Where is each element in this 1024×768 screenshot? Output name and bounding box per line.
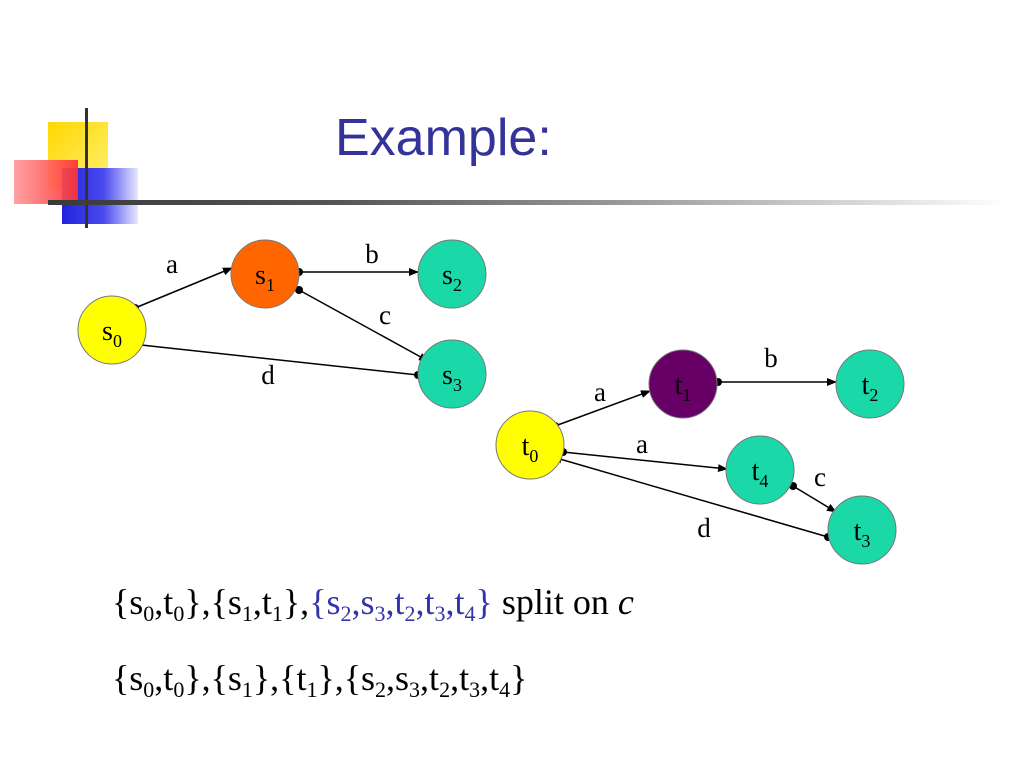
formula-segment: },{s1 xyxy=(184,582,253,626)
edge-s0-s1: a xyxy=(131,249,233,312)
formula-segment: ,t2 xyxy=(385,582,416,626)
edge-tail-dot xyxy=(295,286,303,294)
edge-line xyxy=(298,289,429,362)
node-circle xyxy=(827,495,897,565)
formula-segment: },{t1 xyxy=(252,658,318,702)
formula-suffix: split on xyxy=(492,582,618,622)
formula-segment: ,t2 xyxy=(420,658,451,702)
edge-label: b xyxy=(764,343,778,373)
edge-s1-s3: c xyxy=(295,286,429,362)
node-s3: s3 xyxy=(417,339,487,409)
node-circle xyxy=(417,339,487,409)
edge-label: a xyxy=(594,377,606,407)
edge-s1-s2: b xyxy=(295,239,419,276)
formula-segment: } xyxy=(510,658,528,698)
node-s2: s2 xyxy=(417,239,487,309)
formula-segment: ,t1 xyxy=(252,582,283,626)
formula-segment: ,t0 xyxy=(154,658,185,702)
edge-t0-t4: a xyxy=(559,429,728,473)
edge-line xyxy=(554,390,651,427)
node-s0: s0 xyxy=(77,295,147,365)
edge-line xyxy=(131,340,419,376)
edges-layer: a b c d a b a c d xyxy=(131,239,837,543)
formula-segment: {s0 xyxy=(112,658,155,702)
formula-segment: } xyxy=(475,582,493,622)
formula-segment: ,s3 xyxy=(386,658,421,702)
node-circle xyxy=(77,295,147,365)
node-circle xyxy=(835,349,905,419)
edge-line xyxy=(552,455,829,538)
formula-segment: ,s3 xyxy=(351,582,386,626)
formula-segment: },{s2 xyxy=(317,658,387,702)
edge-line xyxy=(134,267,233,309)
node-circle xyxy=(417,239,487,309)
formula-segment: {s0 xyxy=(112,582,155,626)
formula-segment: ,t3 xyxy=(415,582,446,626)
edge-label: b xyxy=(365,239,379,269)
formula-segment: ,t0 xyxy=(154,582,185,626)
edge-label: d xyxy=(697,513,711,543)
edge-t0-t1: a xyxy=(551,377,651,430)
formula-segment: }, xyxy=(282,582,310,622)
node-circle xyxy=(495,410,565,480)
formula-split-letter: c xyxy=(617,582,634,622)
slide-title: Example: xyxy=(335,109,552,167)
edge-t4-t3: c xyxy=(789,462,837,513)
formula-segment: {s2 xyxy=(309,582,352,626)
formula-segment: ,t4 xyxy=(480,658,511,702)
edge-label: c xyxy=(379,300,391,330)
node-t3: t3 xyxy=(827,495,897,565)
ornament-red-square xyxy=(14,160,78,204)
edge-label: a xyxy=(636,429,648,459)
edge-line xyxy=(562,451,728,473)
edge-label: a xyxy=(166,249,178,279)
node-t2: t2 xyxy=(835,349,905,419)
partition-line-1: {s0,t0},{s1,t1},{s2,s3,t2,t3,t4} split o… xyxy=(112,582,634,626)
node-circle xyxy=(725,435,795,505)
edge-s3-s0: d xyxy=(131,340,422,390)
title-underline xyxy=(48,200,1008,205)
formula-segment: },{s1 xyxy=(184,658,253,702)
node-t1: t1 xyxy=(648,349,718,419)
node-circle xyxy=(648,349,718,419)
node-t0: t0 xyxy=(495,410,565,480)
edge-t1-t2: b xyxy=(714,343,837,386)
formula-segment: ,t3 xyxy=(450,658,481,702)
edge-line xyxy=(792,485,837,513)
node-circle xyxy=(230,239,300,309)
partition-line-2: {s0,t0},{s1},{t1},{s2,s3,t2,t3,t4} xyxy=(112,658,528,702)
edge-label: d xyxy=(261,360,275,390)
formula-segment: ,t4 xyxy=(445,582,476,626)
ornament-vertical-line xyxy=(85,108,88,228)
edge-label: c xyxy=(814,462,826,492)
edge-t3-t0: d xyxy=(552,455,832,543)
node-s1: s1 xyxy=(230,239,300,309)
node-t4: t4 xyxy=(725,435,795,505)
corner-ornament xyxy=(0,0,140,230)
